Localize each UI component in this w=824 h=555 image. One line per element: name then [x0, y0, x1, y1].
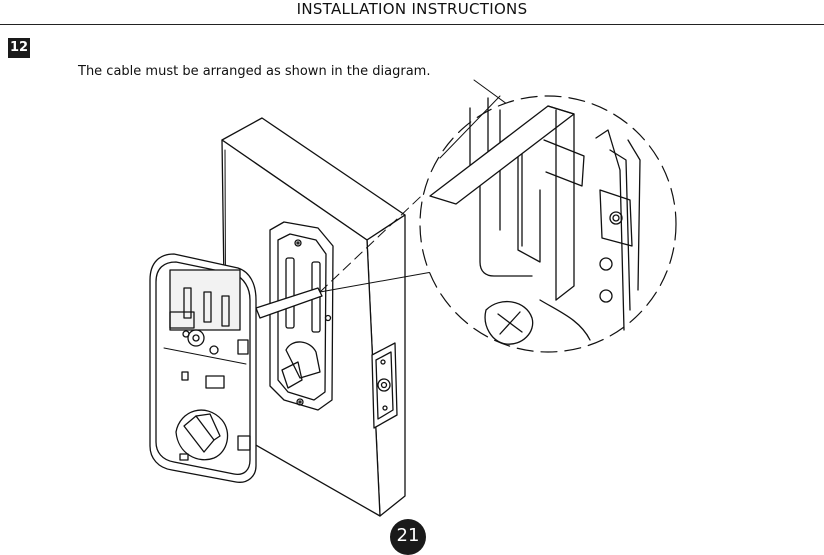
- magnified-detail-circle: [420, 96, 676, 352]
- strike-plate: [372, 343, 397, 428]
- page-number: 21: [390, 519, 426, 555]
- deadbolt-lock-assembly: [150, 254, 256, 482]
- mounting-plate: [270, 222, 333, 410]
